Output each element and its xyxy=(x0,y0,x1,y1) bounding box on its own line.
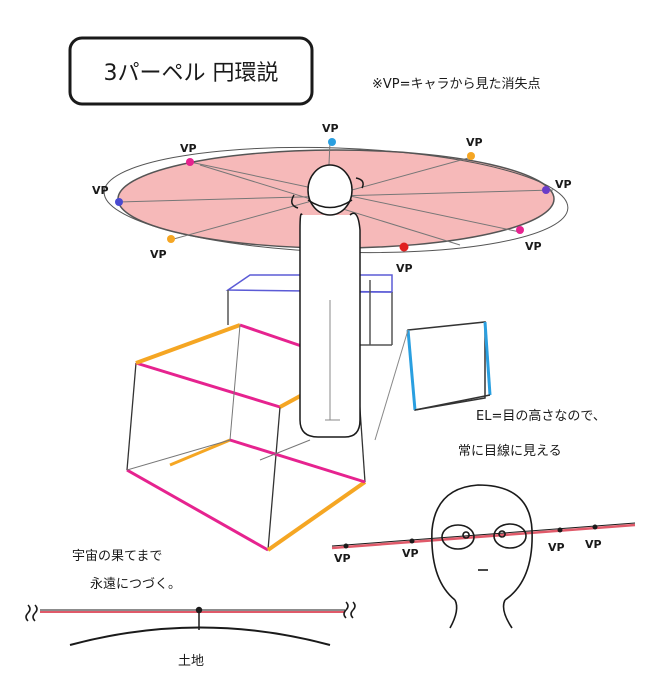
ground-diagram xyxy=(25,601,356,646)
eye-level-line xyxy=(331,523,636,550)
vp-dot-right xyxy=(542,186,550,194)
vp-dot-bottom-left xyxy=(167,235,175,243)
character-figure xyxy=(291,164,364,438)
vp-label-bottom-left: VP xyxy=(150,248,167,261)
vp-label-bottom-red: VP xyxy=(396,262,413,275)
vp-dot-bottom-right xyxy=(516,226,524,234)
page-title: 3パーペル 円環説 xyxy=(104,61,279,86)
right-eye xyxy=(493,523,527,549)
vp-dot-bottom-red xyxy=(399,242,409,252)
ground-curve xyxy=(69,626,331,646)
vp-dot-top-right xyxy=(467,152,475,160)
left-eye xyxy=(441,524,475,550)
vp-label-face-4: VP xyxy=(585,538,602,551)
ground-label: 土地 xyxy=(178,654,204,669)
vp-label-face-1: VP xyxy=(334,552,351,565)
vp-label-left: VP xyxy=(92,184,109,197)
vp-note: ※VP=キャラから見た消失点 xyxy=(372,77,541,92)
title-box: 3パーペル 円環説 xyxy=(68,36,314,106)
vp-dot-top xyxy=(328,138,336,146)
vp-dot-top-left xyxy=(186,158,194,166)
face-diagram: VP VP VP VP xyxy=(331,484,636,629)
right-cube xyxy=(374,321,492,441)
vp-label-top-left: VP xyxy=(180,142,197,155)
vp-label-face-3: VP xyxy=(548,541,565,554)
el-note-line1: EL=目の高さなので、 xyxy=(476,408,606,424)
el-note-line2: 常に目線に見える xyxy=(458,443,562,459)
vp-label-right: VP xyxy=(555,178,572,191)
vp-label-bottom-right: VP xyxy=(525,240,542,253)
universe-note-line1: 宇宙の果てまで xyxy=(72,549,162,564)
vp-label-top: VP xyxy=(322,122,339,135)
vp-dot-left xyxy=(115,198,123,206)
vp-label-face-2: VP xyxy=(402,547,419,560)
vp-label-top-right: VP xyxy=(466,136,483,149)
universe-note-line2: 永遠につづく。 xyxy=(90,577,181,592)
character-head xyxy=(307,164,353,216)
